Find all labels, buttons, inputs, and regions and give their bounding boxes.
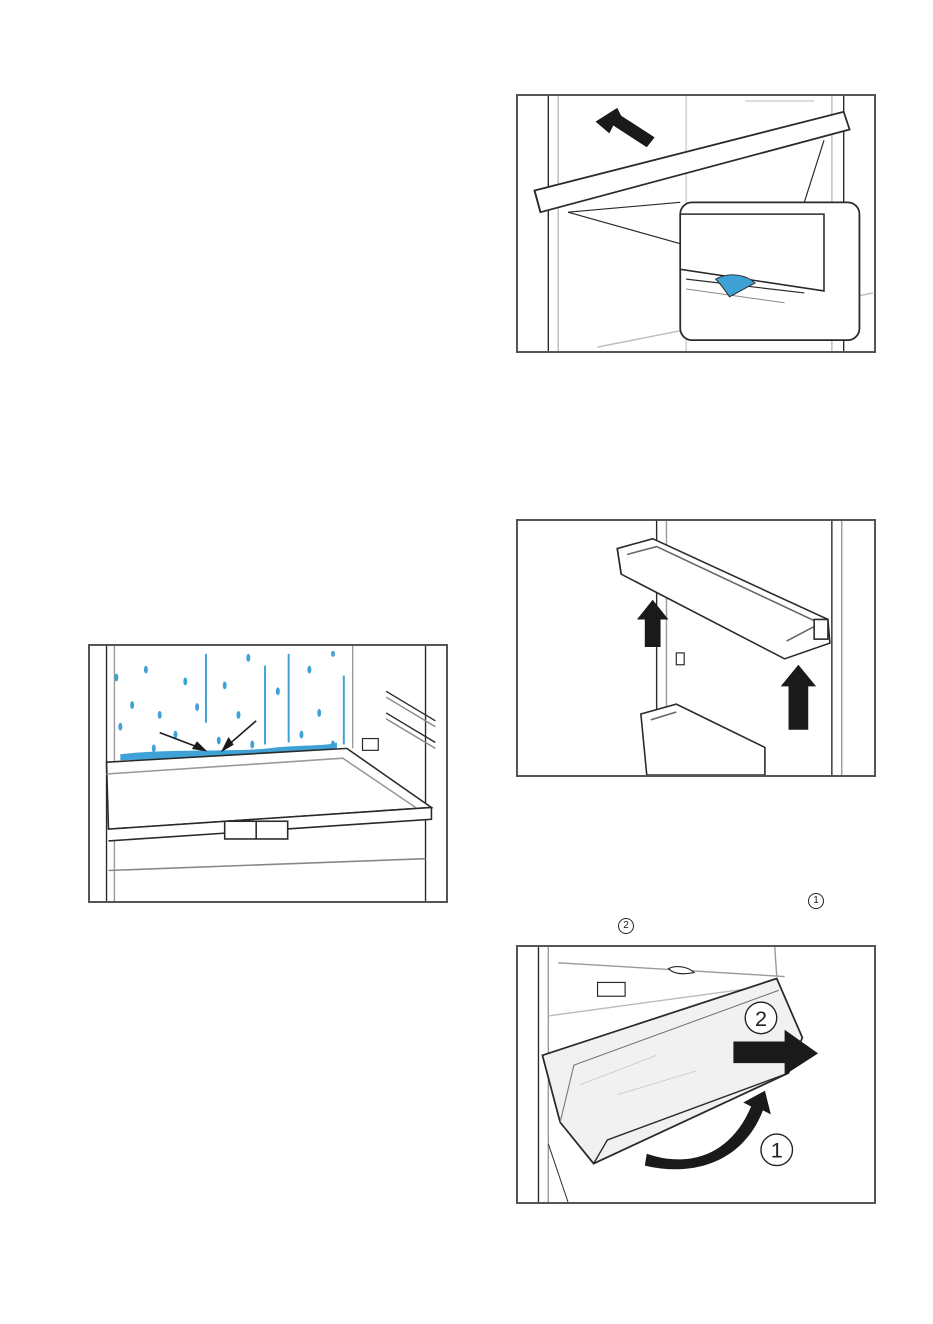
step-2-label: 2 <box>755 1006 767 1031</box>
push-down-arrow-icon <box>596 108 655 147</box>
door-rack-figure <box>516 519 876 777</box>
condensation-drops <box>114 651 344 752</box>
drawer-removal-figure: 2 1 <box>516 945 876 1204</box>
door-rack-illustration <box>518 521 874 775</box>
step-2-label-marker: 2 <box>745 1002 777 1034</box>
lift-up-arrow-icon <box>781 665 816 730</box>
step-2-callout: 2 <box>618 918 634 934</box>
step-1-label: 1 <box>771 1138 783 1163</box>
shelf-trim-figure <box>516 94 876 353</box>
shelf-trim-bar <box>535 112 850 212</box>
condensation-illustration <box>90 646 446 901</box>
step-1-label-marker: 1 <box>761 1134 793 1166</box>
shelf-trim-illustration <box>518 96 874 351</box>
condensation-figure <box>88 644 448 903</box>
drawer-removal-illustration: 2 1 <box>518 947 874 1202</box>
lift-up-arrow-icon <box>637 600 669 647</box>
door-rack-lower <box>641 704 765 775</box>
step-1-callout: 1 <box>808 893 824 909</box>
glass-shelf <box>107 748 432 870</box>
